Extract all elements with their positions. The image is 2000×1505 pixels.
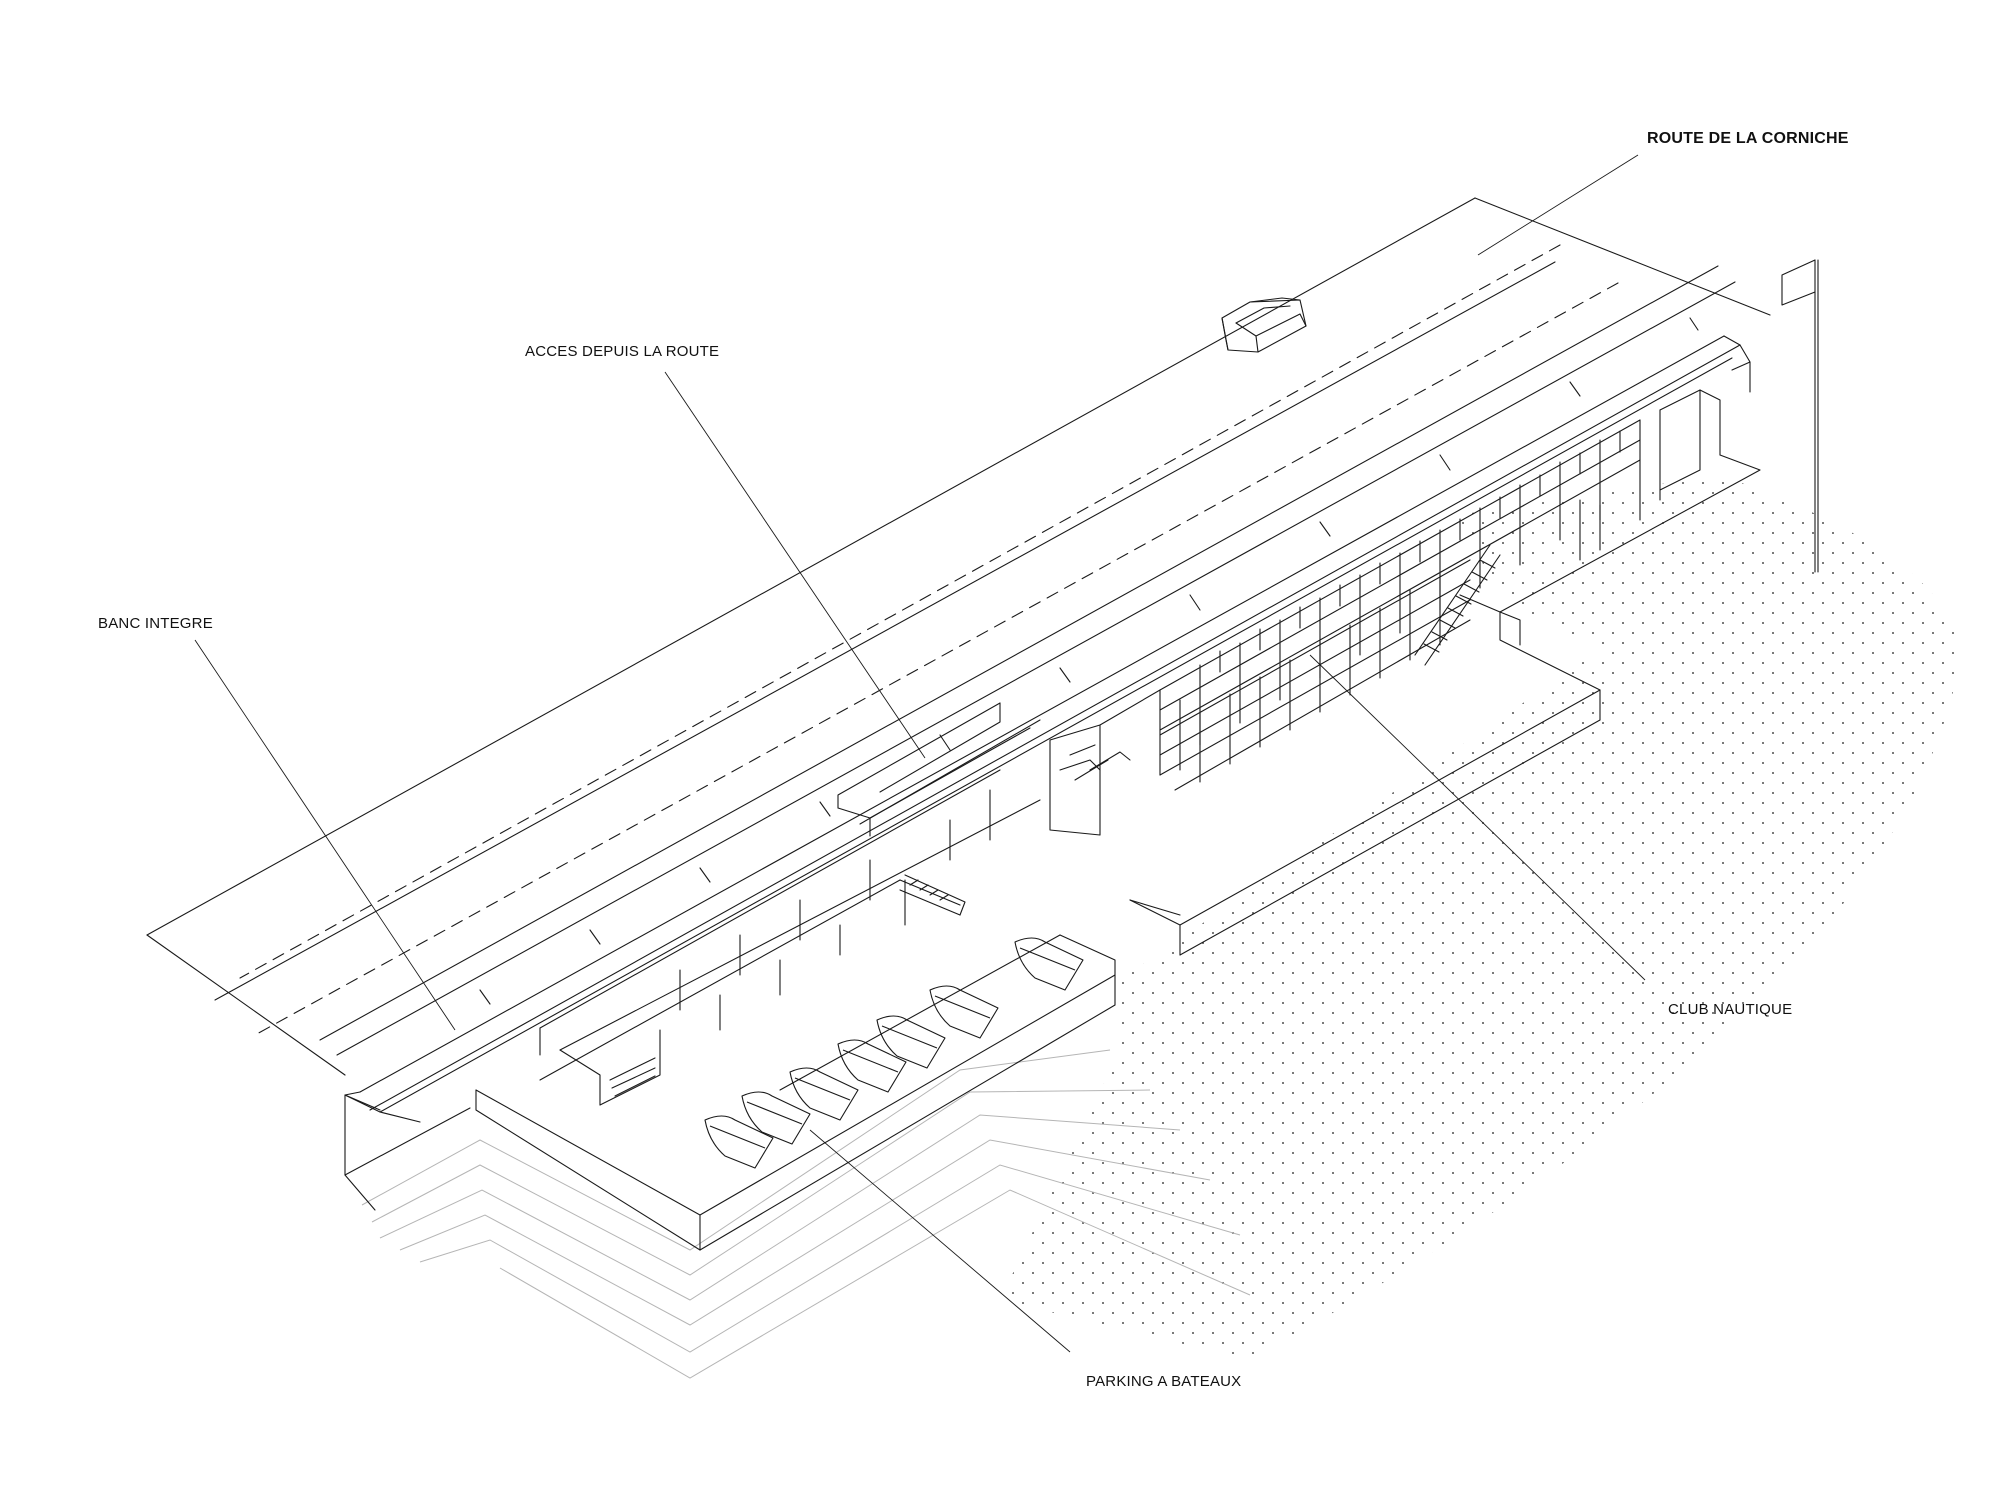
- boat: [789, 1067, 859, 1121]
- boat: [1014, 937, 1084, 991]
- leader-acces: [664, 371, 926, 759]
- label-banc-integre: BANC INTEGRE: [98, 615, 213, 632]
- label-acces-depuis-la-route: ACCES DEPUIS LA ROUTE: [525, 343, 720, 360]
- boat: [704, 1115, 774, 1169]
- sea-wall-contours: [361, 1049, 1251, 1379]
- boats: [704, 937, 1084, 1169]
- access-ramp: [837, 702, 1041, 837]
- label-club-nautique: CLUB NAUTIQUE: [1668, 1001, 1793, 1018]
- label-route-de-la-corniche: ROUTE DE LA CORNICHE: [1647, 130, 1849, 147]
- label-parking-a-bateaux: PARKING A BATEAUX: [1086, 1373, 1242, 1390]
- water-dot-field: [1000, 475, 1960, 1360]
- boat: [837, 1039, 907, 1093]
- boat: [741, 1091, 811, 1145]
- boat-parking-platform: [344, 611, 1601, 1251]
- boat: [876, 1015, 946, 1069]
- integrated-bench: [344, 317, 1751, 1123]
- leader-club: [1309, 654, 1646, 981]
- leader-banc: [194, 639, 456, 1031]
- leader-parking: [809, 1129, 1071, 1353]
- lower-gallery: [539, 769, 1041, 1106]
- boat: [929, 985, 999, 1039]
- road-corniche: [146, 197, 1771, 1076]
- staircase-left: [899, 751, 1131, 916]
- car: [1221, 297, 1307, 353]
- leader-route: [1477, 154, 1639, 256]
- club-building: [1049, 389, 1761, 836]
- leader-lines: [194, 154, 1646, 1353]
- flagpole: [1781, 259, 1819, 573]
- staircase-right: [1414, 544, 1501, 666]
